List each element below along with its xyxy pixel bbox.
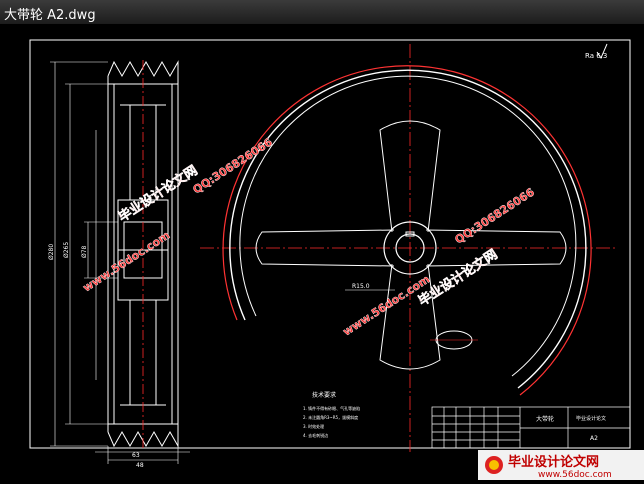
watermark-site: www.56doc.com — [81, 229, 173, 295]
watermark-brand: 毕业设计论文网 — [115, 162, 200, 225]
roughness-symbol: Ra 6.3 — [585, 43, 608, 60]
note-item: 1. 铸件不得有砂眼、气孔等缺陷 — [303, 405, 360, 411]
logo-url: www.56doc.com — [538, 470, 612, 480]
note-item: 3. 时效处理 — [303, 423, 324, 429]
watermark-qq: QQ:306826066 — [191, 135, 276, 196]
title-block — [431, 406, 631, 449]
site-logo: 毕业设计论文网 www.56doc.com — [478, 450, 644, 480]
technical-notes: 技术要求 1. 铸件不得有砂眼、气孔等缺陷 2. 未注圆角R3~R5，拔模斜度 … — [303, 391, 360, 438]
watermark-qq: QQ:306826066 — [453, 185, 538, 246]
roughness-label: Ra 6.3 — [585, 52, 607, 60]
note-item: 2. 未注圆角R3~R5，拔模斜度 — [303, 414, 358, 420]
drawing-svg: Ra 6.3 — [29, 39, 644, 480]
logo-name: 毕业设计论文网 — [508, 454, 599, 470]
window-title: 大带轮 A2.dwg — [4, 8, 96, 23]
drawing-border — [29, 39, 631, 449]
window-titlebar: 大带轮 A2.dwg — [0, 0, 644, 25]
section-dimensions — [50, 61, 190, 464]
note-item: 4. 去毛刺锐边 — [303, 432, 328, 438]
dim-hub-diameter: Ø78 — [81, 245, 88, 258]
title-block-name: 大带轮 — [536, 415, 554, 423]
dim-bottom-rim: 48 — [136, 462, 144, 469]
cad-drawing-canvas[interactable]: Ra 6.3 — [0, 24, 644, 480]
dim-bottom-width: 63 — [132, 452, 140, 459]
watermark-right: QQ:306826066 www.56doc.com 毕业设计论文网 — [340, 185, 538, 339]
title-block-scale: A2 — [590, 435, 598, 442]
dim-outer-diameter: Ø280 — [48, 244, 55, 260]
front-view — [200, 44, 615, 452]
spoke-dim-text: R15.0 — [352, 283, 370, 290]
notes-heading: 技术要求 — [312, 391, 336, 399]
title-block-school: 毕业设计论文 — [576, 415, 606, 422]
dim-inner-diameter: Ø265 — [63, 242, 70, 258]
